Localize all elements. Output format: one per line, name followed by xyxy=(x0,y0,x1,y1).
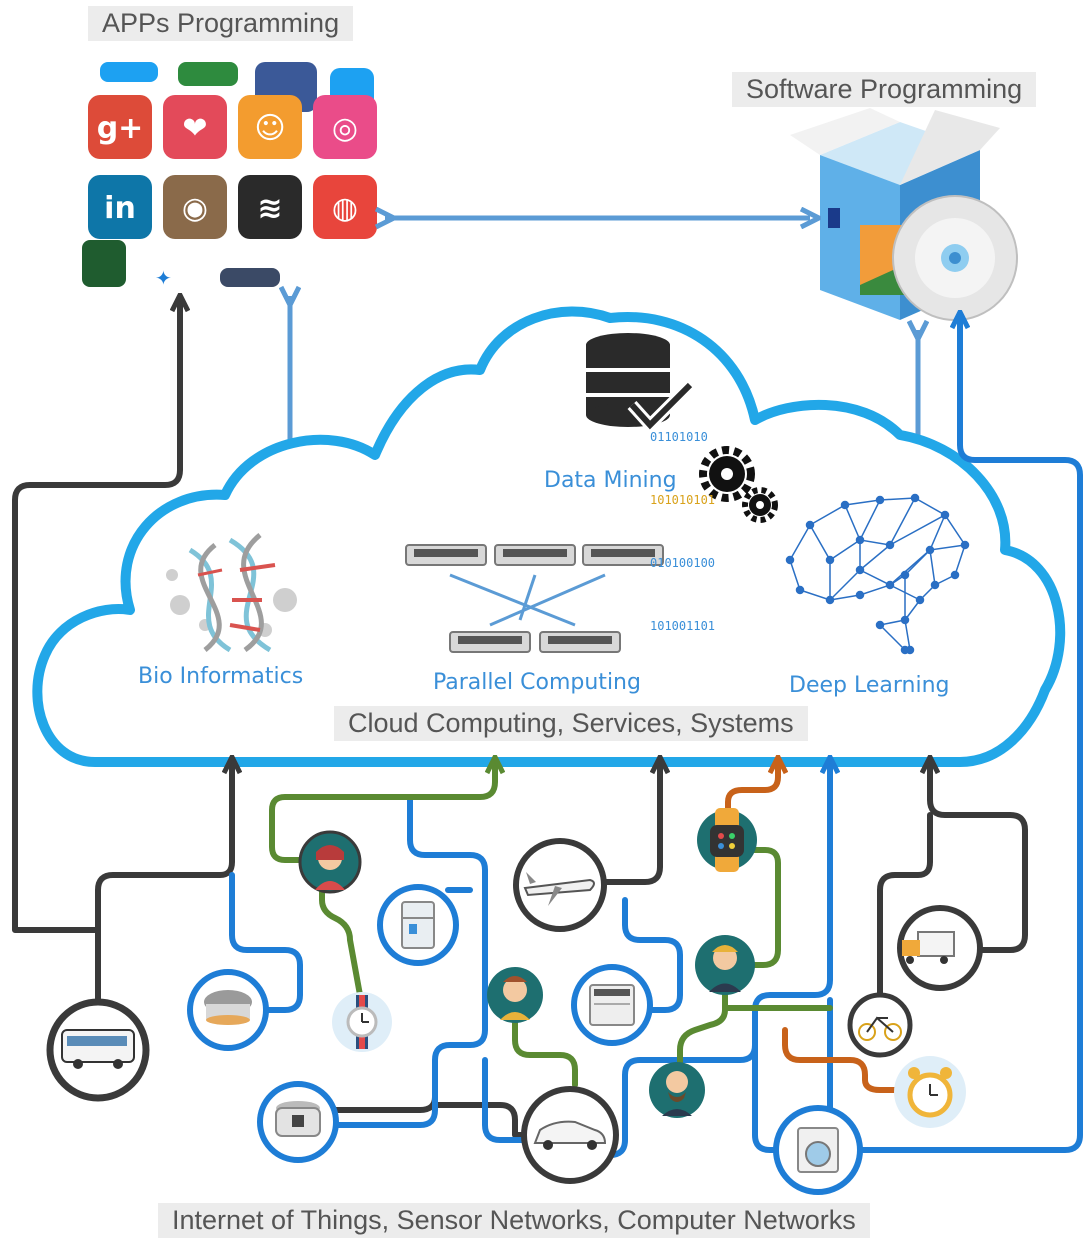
server-icon xyxy=(494,544,576,566)
device-rice-cooker xyxy=(257,1081,339,1163)
chrome-icon: ◍ xyxy=(313,175,377,239)
svg-text:g+: g+ xyxy=(97,111,144,146)
svg-text:in: in xyxy=(104,191,136,226)
svg-text:❤: ❤ xyxy=(182,111,207,146)
device-smartwatch xyxy=(697,808,757,872)
bus-to-cloud-connector xyxy=(95,765,232,933)
svg-text:◎: ◎ xyxy=(332,111,358,146)
server-rack-group xyxy=(405,544,664,653)
headphones-avatar-icon: ☺ xyxy=(238,95,302,159)
data-mining-label: Data Mining xyxy=(544,468,677,493)
deep-learning-label: Deep Learning xyxy=(789,673,950,698)
app-icon-grid: g+ ❤ ☺ ◎ in ◉ ≋ ◍ ✦ xyxy=(82,62,377,290)
device-man-avatar xyxy=(487,967,543,1023)
cooker-car-connector xyxy=(327,1094,563,1138)
alarm-clock-connector xyxy=(782,1027,898,1093)
brain-network-icon xyxy=(785,493,970,655)
smartwatch-businessman-connector xyxy=(747,847,781,968)
dropbox-icon: ✦ xyxy=(155,266,172,290)
device-car xyxy=(521,1086,619,1184)
device-watch xyxy=(332,992,392,1052)
software-programming-caption: Software Programming xyxy=(732,72,1037,107)
device-alarm-clock xyxy=(894,1056,966,1128)
woman-to-cloud-connector xyxy=(269,765,495,863)
device-bald-man-avatar xyxy=(649,1062,705,1118)
svg-text:☺: ☺ xyxy=(254,111,285,146)
database-icon xyxy=(586,333,695,434)
spotify-icon: ≋ xyxy=(238,175,302,239)
binary-line: 01101010 xyxy=(650,430,708,444)
woman-watch-connector xyxy=(319,882,363,998)
parallel-computing-label: Parallel Computing xyxy=(433,670,641,695)
svg-text:◍: ◍ xyxy=(332,191,358,226)
dribbble-icon: ◎ xyxy=(313,95,377,159)
washer-to-cloud-connector xyxy=(752,765,830,1153)
server-icon xyxy=(582,544,664,566)
binary-line: 101010101 xyxy=(650,493,716,507)
airplane-to-cloud-connector xyxy=(557,765,660,885)
cloud-shape xyxy=(32,306,1066,767)
software-box-icon xyxy=(790,108,1018,321)
bicycle-connector xyxy=(877,812,933,998)
bus-to-apps-connector xyxy=(12,303,180,1003)
iot-caption: Internet of Things, Sensor Networks, Com… xyxy=(158,1203,870,1238)
binary-data-text: 01101010 101010101 010100100 101001101 xyxy=(650,385,715,658)
smartwatch-to-cloud-connector xyxy=(725,765,778,811)
bio-informatics-label: Bio Informatics xyxy=(138,664,304,689)
washer-to-software-connector xyxy=(857,320,1083,1153)
device-truck xyxy=(897,905,983,991)
device-businessman-avatar xyxy=(695,935,755,995)
businessman-bald-connector xyxy=(677,992,728,1065)
linkedin-icon: in xyxy=(88,175,152,239)
binary-line: 010100100 xyxy=(650,556,716,570)
server-icon xyxy=(449,631,531,653)
pocket-icon: ❤ xyxy=(163,95,227,159)
apps-programming-caption: APPs Programming xyxy=(88,6,354,41)
device-washing-machine xyxy=(773,1105,863,1195)
device-waffle-maker xyxy=(187,969,269,1051)
car-to-network-connector xyxy=(557,1007,758,1158)
truck-to-cloud-connector xyxy=(930,765,1028,953)
waffle-connector xyxy=(229,872,303,1013)
gears-icon xyxy=(699,446,778,523)
device-airplane xyxy=(513,838,607,932)
google-plus-icon: g+ xyxy=(88,95,152,159)
cooker-to-cloud-connector xyxy=(327,797,488,1128)
cloud-computing-caption: Cloud Computing, Services, Systems xyxy=(334,706,808,741)
server-icon xyxy=(539,631,621,653)
device-dishwasher xyxy=(571,964,653,1046)
man-car-connector xyxy=(512,1007,578,1088)
instagram-icon: ◉ xyxy=(163,175,227,239)
dna-icon xyxy=(166,533,297,653)
binary-line: 101001101 xyxy=(650,619,716,633)
dishwasher-connector xyxy=(622,897,683,1013)
device-bicycle xyxy=(847,992,913,1058)
device-refrigerator xyxy=(377,884,459,966)
device-woman-avatar xyxy=(298,830,362,894)
car-to-hub-connector xyxy=(482,1057,563,1143)
device-bus xyxy=(46,998,150,1102)
server-icon xyxy=(405,544,487,566)
svg-text:◉: ◉ xyxy=(182,191,208,226)
svg-text:≋: ≋ xyxy=(257,191,282,226)
